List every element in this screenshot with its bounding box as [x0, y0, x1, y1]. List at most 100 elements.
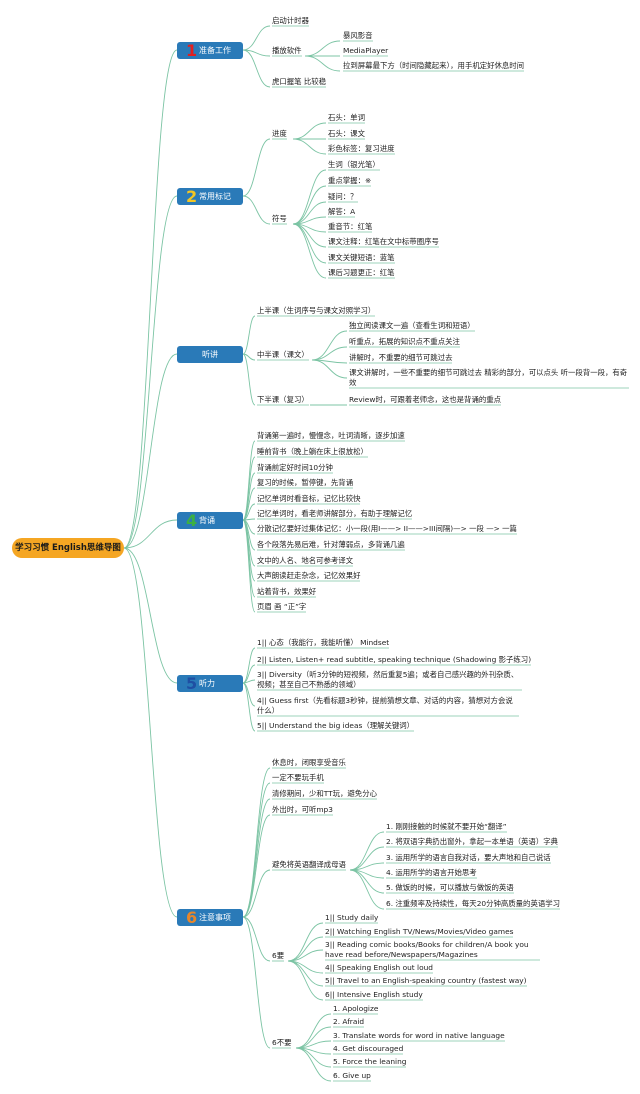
- symbol-item[interactable]: 重音节：红笔: [328, 222, 373, 231]
- connector-line: [242, 682, 256, 732]
- category-hearing[interactable]: 5 听力: [177, 674, 243, 693]
- avoid-item[interactable]: 5. 做饭的时候，可以播放与做饭的英语: [386, 883, 514, 892]
- dont-item[interactable]: 2. Afraid: [333, 1017, 365, 1026]
- connector-line: [311, 330, 348, 361]
- recite-item[interactable]: 站着背书，效果好: [257, 587, 317, 596]
- category-marks[interactable]: 2 常用标记: [177, 187, 243, 206]
- connector-line: [287, 936, 324, 962]
- category-prep[interactable]: 1 准备工作: [177, 41, 243, 60]
- category-number: 4: [186, 511, 198, 530]
- listen-last-item[interactable]: Review时，可跟着老师念，这也是背诵的重点: [349, 395, 502, 404]
- do-item[interactable]: 4|| Speaking English out loud: [325, 963, 433, 972]
- do-item[interactable]: 3|| Reading comic books/Books for childr…: [325, 940, 529, 959]
- symbol-item[interactable]: 课后习题更正：红笔: [328, 268, 395, 277]
- listen-middle-item[interactable]: 讲解时，不重要的细节可跳过去: [349, 353, 453, 362]
- connector-line: [349, 846, 385, 871]
- recite-item[interactable]: 页眉 画 “正”字: [257, 602, 307, 611]
- progress-label[interactable]: 进度: [272, 129, 287, 138]
- symbol-item[interactable]: 课文关键短语：蓝笔: [328, 253, 395, 262]
- symbol-item[interactable]: 疑问：？: [328, 192, 358, 201]
- listen-middle-item[interactable]: 课文讲解时，一些不重要的细节可跳过去 精彩的部分，可以点头 听一段背一段，有奇效: [349, 368, 628, 387]
- hearing-item[interactable]: 3|| Diversity（听3分钟的短视频，然后重复5遍；或者自己感兴趣的外刊…: [257, 670, 519, 689]
- symbol-item[interactable]: 课文注释：红笔在文中标带圈序号: [328, 237, 439, 246]
- root-node[interactable]: 学习习惯 English思维导图: [12, 538, 124, 558]
- avoid-label[interactable]: 避免将英语翻译成母语: [272, 860, 346, 869]
- symbol-item[interactable]: 生词（银光笔）: [328, 160, 380, 169]
- hearing-item[interactable]: 4|| Guess first（先看标题3秒钟，提前猜想文章、对话的内容，猜想对…: [257, 696, 513, 715]
- do-item[interactable]: 1|| Study daily: [325, 913, 379, 922]
- dont-item[interactable]: 3. Translate words for word in native la…: [333, 1031, 505, 1040]
- connector-line: [242, 519, 256, 613]
- category-label: 注意事项: [199, 913, 231, 922]
- do-item[interactable]: 2|| Watching English TV/News/Movies/Vide…: [325, 927, 514, 936]
- category-recite[interactable]: 4 背诵: [177, 511, 243, 530]
- symbols-label[interactable]: 符号: [272, 214, 287, 223]
- dont-item[interactable]: 6. Give up: [333, 1071, 371, 1080]
- connector-line: [292, 122, 327, 140]
- recite-item[interactable]: 大声朗读赶走杂念，记忆效果好: [257, 571, 361, 580]
- notes-item[interactable]: 休息时，闭眼享受音乐: [272, 758, 346, 767]
- recite-item[interactable]: 睡前背书（晚上躺在床上很放松）: [257, 447, 368, 456]
- hearing-item[interactable]: 2|| Listen, Listen+ read subtitle, speak…: [257, 655, 532, 664]
- category-listen[interactable]: 听讲: [177, 346, 243, 363]
- progress-item[interactable]: 石头：单词: [328, 113, 365, 122]
- progress-item[interactable]: 石头：课文: [328, 129, 365, 138]
- prep-item[interactable]: 播放软件: [272, 46, 302, 55]
- symbol-item[interactable]: 重点掌握：※: [328, 176, 372, 185]
- connector-line: [287, 960, 324, 987]
- listen-last-label[interactable]: 下半课（复习）: [257, 395, 309, 404]
- recite-item[interactable]: 记忆单词时看音标，记忆比较快: [257, 494, 361, 503]
- recite-item[interactable]: 文中的人名、地名可参考译文: [257, 556, 354, 565]
- hearing-item[interactable]: 1|| 心态（我能行，我能听懂） Mindset: [257, 638, 390, 647]
- prep-item[interactable]: 启动计时器: [272, 16, 309, 25]
- recite-item[interactable]: 背诵第一遍时，慢慢念，吐词清晰，逐步加速: [257, 431, 405, 440]
- software-item[interactable]: MediaPlayer: [343, 46, 389, 55]
- connector-line: [349, 869, 385, 910]
- avoid-item[interactable]: 3. 运用所学的语言自我对话，要大声地和自己说话: [386, 853, 551, 862]
- dont-item[interactable]: 1. Apologize: [333, 1004, 379, 1013]
- recite-item[interactable]: 背诵前定好时间10分钟: [257, 463, 333, 472]
- listen-middle-item[interactable]: 独立阅读课文一遍（查看生词和短语）: [349, 321, 475, 330]
- software-item[interactable]: 拉到屏幕最下方（时间隐藏起来），用手机定好休息时间: [343, 61, 525, 70]
- category-label: 听讲: [202, 350, 218, 359]
- avoid-item[interactable]: 4. 运用所学的语言开始思考: [386, 868, 477, 877]
- notes-item[interactable]: 清修期间，少和TT玩，避免分心: [272, 789, 377, 798]
- do-item[interactable]: 5|| Travel to an English-speaking countr…: [325, 976, 527, 985]
- category-label: 准备工作: [199, 46, 231, 55]
- progress-item[interactable]: 彩色标签：复习进度: [328, 144, 395, 153]
- connector-line: [349, 831, 385, 871]
- connector-line: [242, 315, 256, 355]
- recite-item[interactable]: 记忆单词时，看老师讲解部分，有助于理解记忆: [257, 509, 413, 518]
- recite-item[interactable]: 复习的时候，暂停键，先背诵: [257, 478, 354, 487]
- connector-line: [242, 814, 271, 918]
- notes-item[interactable]: 一定不要玩手机: [272, 773, 324, 782]
- connector-line: [287, 960, 324, 1001]
- listen-middle-item[interactable]: 听重点，拓展的知识点不重点关注: [349, 337, 460, 346]
- dont-item[interactable]: 5. Force the leaning: [333, 1057, 407, 1066]
- dont-item[interactable]: 4. Get discouraged: [333, 1044, 404, 1053]
- connector-line: [242, 138, 271, 197]
- recite-item[interactable]: 分散记忆要好过集体记忆：小一段(用I——> II——>III间隔)—> 一段 —…: [257, 524, 517, 533]
- category-notes[interactable]: 6 注意事项: [177, 908, 243, 927]
- root-to-category-line: [123, 353, 178, 549]
- avoid-item[interactable]: 6. 注重频率及持续性，每天20分钟高质量的英语学习: [386, 899, 561, 908]
- software-item[interactable]: 暴风影音: [343, 31, 373, 40]
- avoid-item[interactable]: 2. 将双语字典扔出窗外，拿起一本单语（英语）字典: [386, 837, 558, 846]
- listen-first[interactable]: 上半课（生词序号与课文对照学习）: [257, 306, 376, 315]
- connector-line: [292, 201, 327, 225]
- dos-label[interactable]: 6要: [272, 951, 285, 960]
- listen-middle-label[interactable]: 中半课（课文）: [257, 350, 309, 359]
- recite-item[interactable]: 各个段落先易后难，针对薄弱点，多背诵几遍: [257, 540, 405, 549]
- hearing-item[interactable]: 5|| Understand the big ideas（理解关键词）: [257, 721, 415, 730]
- notes-item[interactable]: 外出时，可听mp3: [272, 805, 333, 814]
- do-item[interactable]: 6|| Intensive English study: [325, 990, 423, 999]
- root-to-category-line: [123, 195, 178, 549]
- avoid-item[interactable]: 1. 刚刚接触的时候就不要开始“翻译”: [386, 822, 507, 831]
- prep-item[interactable]: 虎口握笔 比较稳: [272, 77, 327, 86]
- category-number: 1: [186, 41, 198, 60]
- symbol-item[interactable]: 解答：A: [328, 207, 356, 216]
- connector-line: [242, 440, 256, 521]
- connector-line: [287, 949, 324, 962]
- donts-label[interactable]: 6不要: [272, 1038, 292, 1047]
